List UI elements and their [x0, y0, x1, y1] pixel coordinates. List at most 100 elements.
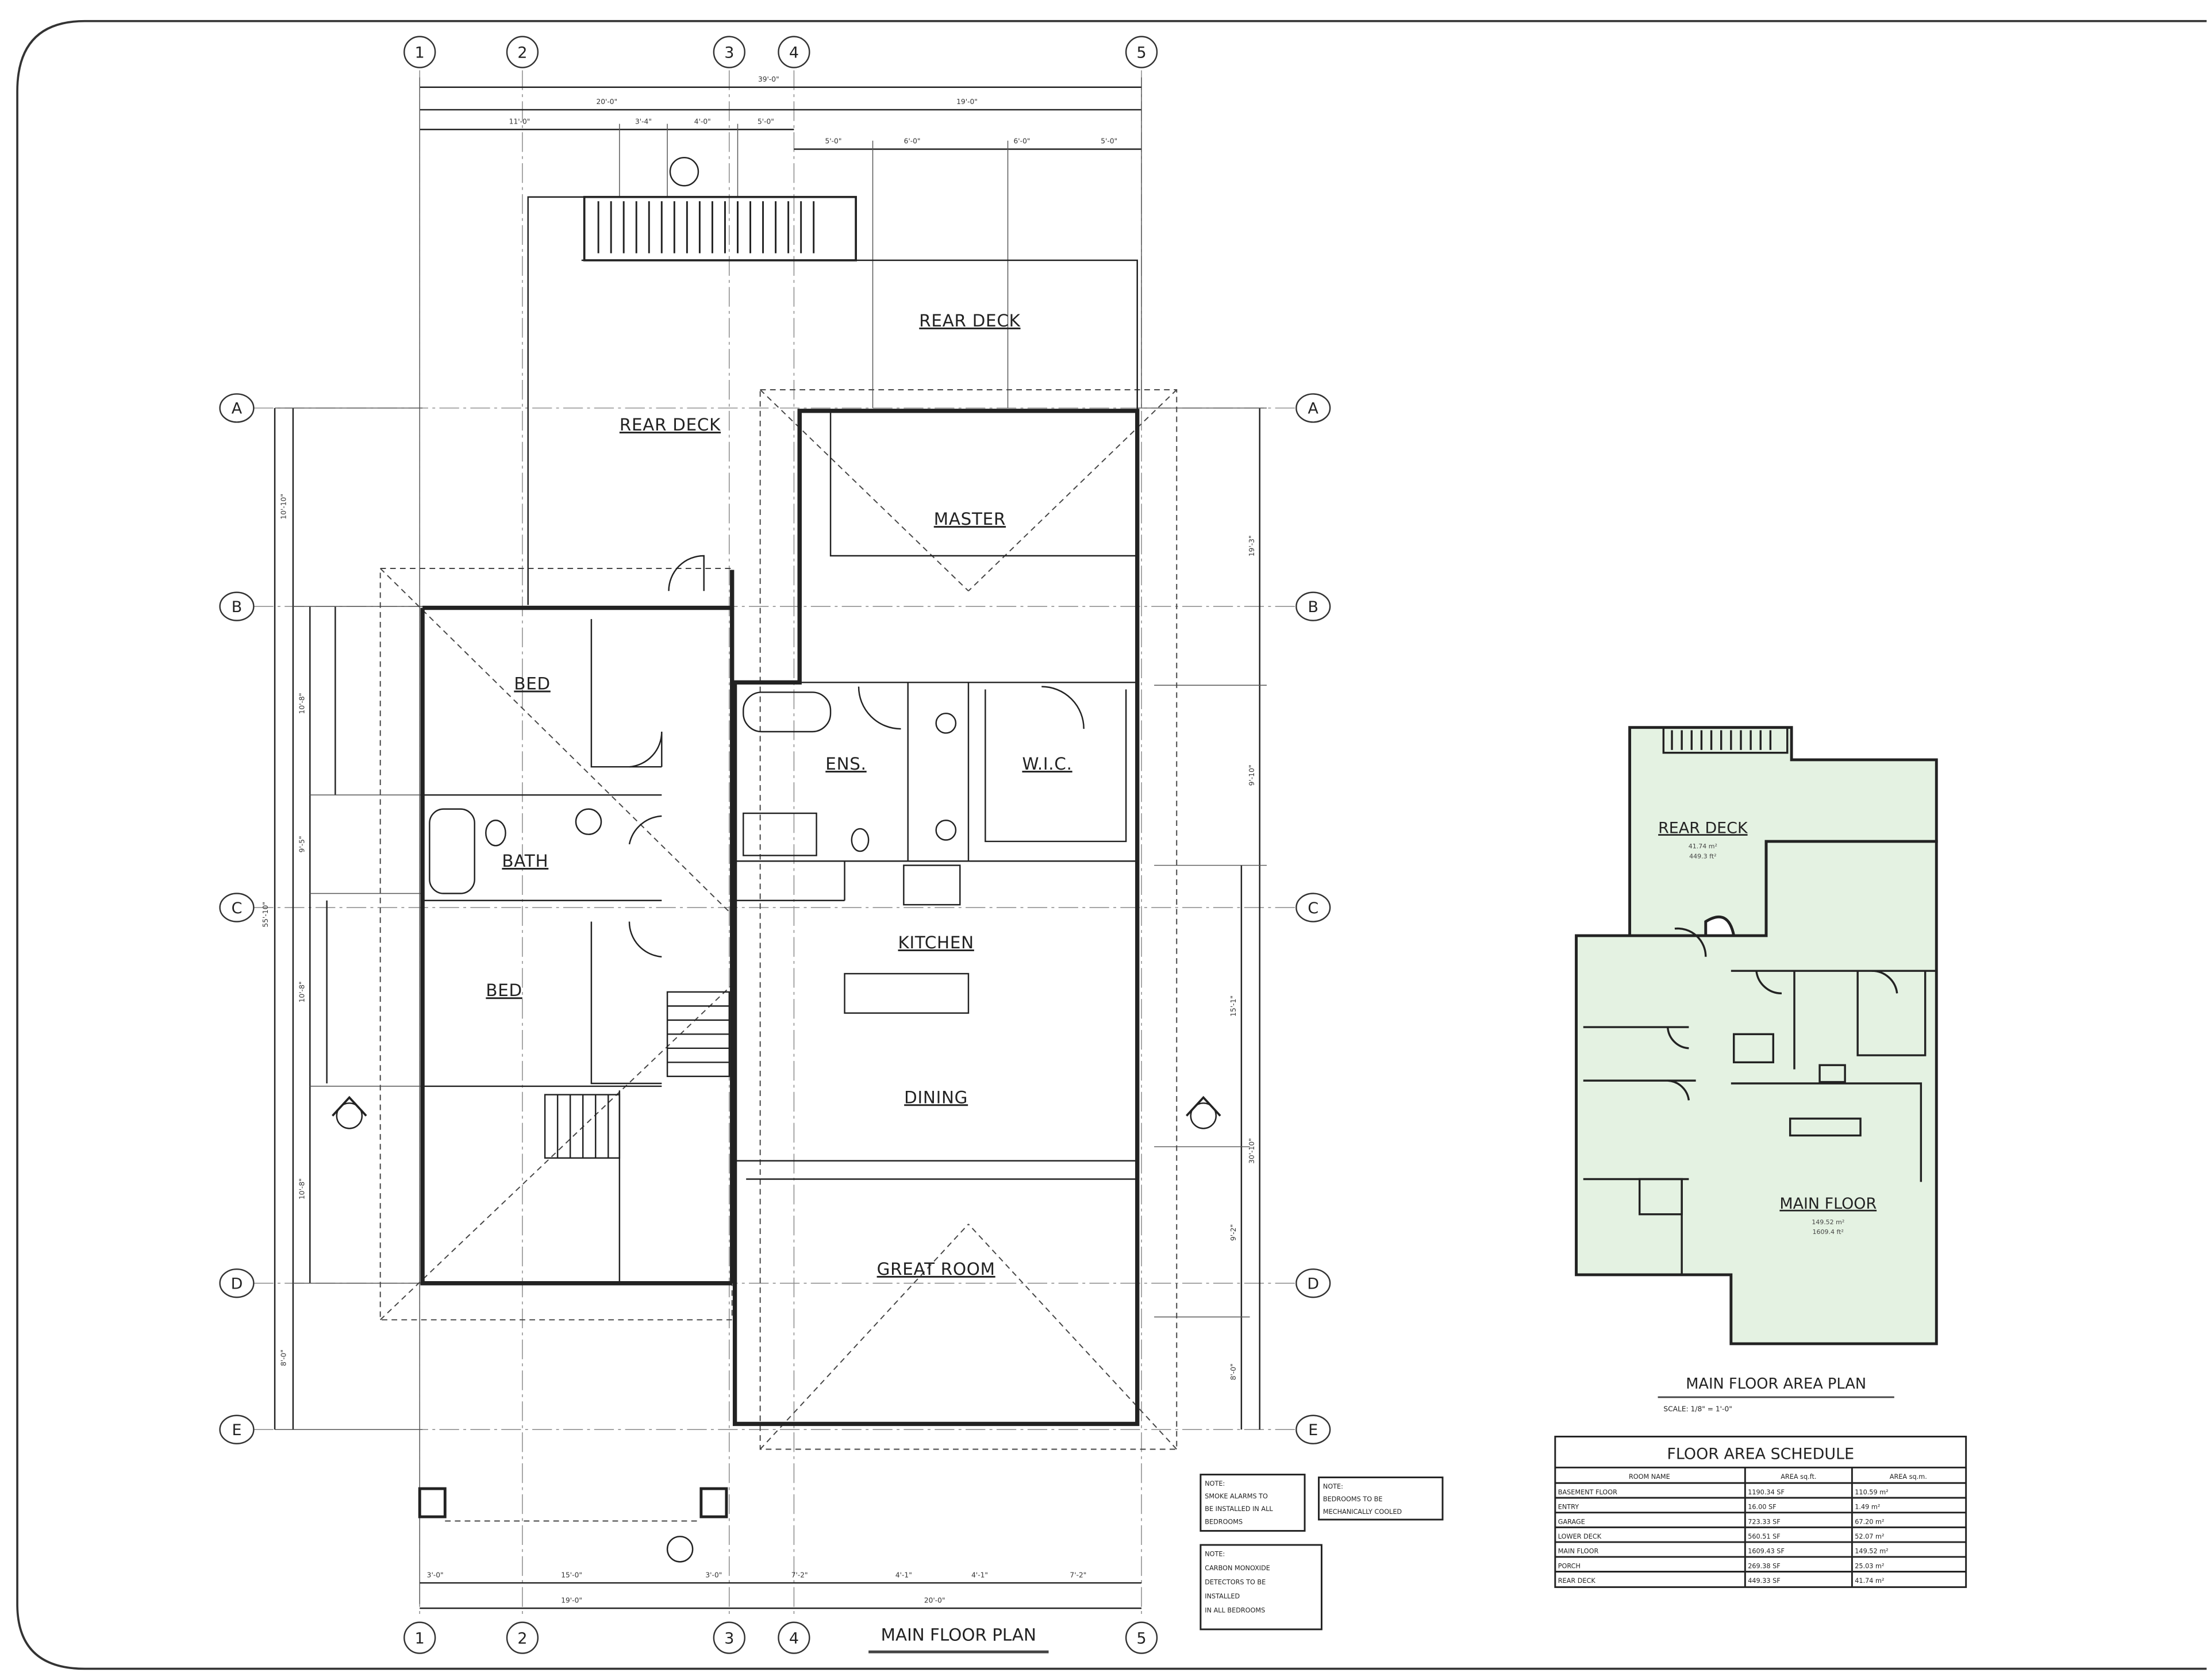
grid-bubble-3-top: 3 [713, 36, 745, 68]
area-rear-deck-m2: 41.74 m² [1689, 843, 1717, 850]
svg-text:39'-0": 39'-0" [758, 75, 779, 83]
svg-text:A: A [232, 400, 243, 418]
area-plan-scale: SCALE: 1/8" = 1'-0" [1663, 1405, 1732, 1413]
area-main-floor-ft2: 1609.4 ft² [1813, 1228, 1844, 1236]
svg-text:19'-0": 19'-0" [561, 1596, 582, 1604]
svg-text:20'-0": 20'-0" [596, 98, 617, 106]
svg-text:4'-1": 4'-1" [971, 1571, 988, 1579]
svg-text:3'-0": 3'-0" [427, 1571, 444, 1579]
svg-text:GARAGE: GARAGE [1558, 1518, 1585, 1525]
svg-text:5: 5 [1137, 1629, 1147, 1647]
room-label-rear-deck-upper: REAR DECK [919, 311, 1020, 330]
svg-text:1609.43 SF: 1609.43 SF [1748, 1548, 1785, 1555]
svg-text:BASEMENT FLOOR: BASEMENT FLOOR [1558, 1489, 1617, 1496]
svg-text:DETECTORS TO BE: DETECTORS TO BE [1205, 1579, 1266, 1586]
svg-text:269.38 SF: 269.38 SF [1748, 1562, 1781, 1570]
svg-text:NOTE:: NOTE: [1323, 1483, 1343, 1490]
svg-text:10'-10": 10'-10" [280, 494, 288, 520]
schedule-header-room: ROOM NAME [1629, 1473, 1670, 1481]
interior-walls [422, 410, 1137, 1283]
table-row: MAIN FLOOR 1609.43 SF 149.52 m² [1558, 1548, 1889, 1555]
table-row: LOWER DECK 560.51 SF 52.07 m² [1558, 1533, 1885, 1540]
svg-text:LOWER DECK: LOWER DECK [1558, 1533, 1602, 1540]
svg-text:4: 4 [789, 44, 799, 61]
room-label-wic: W.I.C. [1022, 754, 1072, 774]
porch-posts [418, 1487, 728, 1522]
svg-text:4'-1": 4'-1" [895, 1571, 912, 1579]
schedule-title: FLOOR AREA SCHEDULE [1667, 1446, 1854, 1463]
area-rear-deck [1628, 726, 1938, 937]
svg-text:MAIN FLOOR: MAIN FLOOR [1558, 1548, 1599, 1555]
grid-bubble-4-bottom: 4 [778, 1621, 810, 1654]
grid-bubble-B-left: B [219, 591, 255, 621]
svg-text:30'-10": 30'-10" [1248, 1138, 1256, 1164]
svg-text:9'-5": 9'-5" [298, 836, 306, 852]
svg-text:9'-2": 9'-2" [1229, 1224, 1237, 1241]
note-bedroom-cooling: NOTE: BEDROOMS TO BE MECHANICALLY COOLED [1318, 1477, 1444, 1521]
svg-text:SMOKE ALARMS TO: SMOKE ALARMS TO [1205, 1493, 1268, 1500]
room-label-bath: BATH [502, 851, 548, 871]
svg-text:5'-0": 5'-0" [758, 117, 774, 125]
svg-text:6'-0": 6'-0" [1014, 137, 1031, 145]
room-label-bed-1: BED [514, 674, 551, 694]
svg-text:5'-0": 5'-0" [1101, 137, 1117, 145]
grid-bubble-C-right: C [1295, 893, 1331, 922]
room-label-bed-2: BED [486, 981, 522, 1000]
svg-text:REAR DECK: REAR DECK [1558, 1577, 1596, 1585]
grid-bubble-5-bottom: 5 [1125, 1621, 1158, 1654]
svg-text:NOTE:: NOTE: [1205, 1551, 1225, 1558]
area-label-main-floor: MAIN FLOOR [1779, 1195, 1877, 1213]
svg-text:BEDROOMS: BEDROOMS [1205, 1518, 1243, 1525]
svg-text:8'-0": 8'-0" [280, 1350, 288, 1366]
svg-text:10'-8": 10'-8" [298, 693, 306, 714]
schedule-header-sqm: AREA sq.m. [1890, 1473, 1927, 1481]
svg-text:B: B [1308, 598, 1318, 616]
room-label-master: MASTER [934, 509, 1006, 529]
grid-bubble-E-right: E [1295, 1414, 1331, 1444]
svg-text:41.74 m²: 41.74 m² [1855, 1577, 1884, 1585]
svg-text:INSTALLED: INSTALLED [1205, 1593, 1240, 1600]
note-smoke-alarms: NOTE: SMOKE ALARMS TO BE INSTALLED IN AL… [1199, 1474, 1306, 1532]
section-marker-top [669, 156, 699, 187]
svg-text:19'-3": 19'-3" [1248, 535, 1256, 556]
svg-text:15'-1": 15'-1" [1229, 995, 1237, 1017]
grid-bubble-2-top: 2 [506, 36, 539, 68]
dimension-strings-right: 19'-3" 9'-10" 15'-1" 30'-10" 9'-2" 8'-0" [1137, 407, 1267, 1430]
room-label-kitchen: KITCHEN [898, 933, 974, 952]
grid-bubble-5-top: 5 [1125, 36, 1158, 68]
area-label-rear-deck: REAR DECK [1658, 819, 1748, 837]
svg-text:6'-0": 6'-0" [904, 137, 921, 145]
svg-text:A: A [1308, 400, 1319, 418]
svg-text:560.51 SF: 560.51 SF [1748, 1533, 1781, 1540]
grid-bubble-A-left: A [219, 393, 255, 423]
schedule-header-sqft: AREA sq.ft. [1781, 1473, 1816, 1481]
grid-bubble-C-left: C [219, 893, 255, 922]
svg-text:19'-0": 19'-0" [956, 98, 978, 106]
svg-text:9'-10": 9'-10" [1248, 765, 1256, 786]
grid-bubble-D-right: D [1295, 1268, 1331, 1298]
svg-text:52.07 m²: 52.07 m² [1855, 1533, 1884, 1540]
svg-text:11'-0": 11'-0" [509, 117, 530, 125]
note-carbon-monoxide: NOTE: CARBON MONOXIDE DETECTORS TO BE IN… [1199, 1544, 1322, 1631]
svg-text:7'-2": 7'-2" [1070, 1571, 1086, 1579]
svg-text:15'-0": 15'-0" [561, 1571, 582, 1579]
svg-text:PORCH: PORCH [1558, 1562, 1581, 1570]
svg-text:ENTRY: ENTRY [1558, 1504, 1579, 1511]
grid-bubble-4-top: 4 [778, 36, 810, 68]
rear-deck [527, 156, 1138, 605]
sheet-border [16, 20, 2207, 1670]
floor-area-schedule: FLOOR AREA SCHEDULE ROOM NAME AREA sq.ft… [1554, 1436, 1967, 1588]
svg-text:4'-0": 4'-0" [694, 117, 711, 125]
dimension-strings-left: 10'-10" 10'-8" 9'-5" 10'-8" 10'-8" 8'-0"… [262, 407, 423, 1430]
svg-text:149.52 m²: 149.52 m² [1855, 1548, 1888, 1555]
dimension-strings-bottom: 3'-0" 15'-0" 3'-0" 7'-2" 4'-1" 4'-1" 7'-… [420, 1571, 1142, 1609]
svg-text:723.33 SF: 723.33 SF [1748, 1518, 1781, 1525]
svg-text:8'-0": 8'-0" [1229, 1363, 1237, 1380]
main-floor-plan: 1 2 3 4 5 1 2 3 4 5 A B C D E A B C D E [219, 36, 1331, 1654]
grid-bubble-1-bottom: 1 [403, 1621, 436, 1654]
deck-stairs [583, 195, 857, 262]
